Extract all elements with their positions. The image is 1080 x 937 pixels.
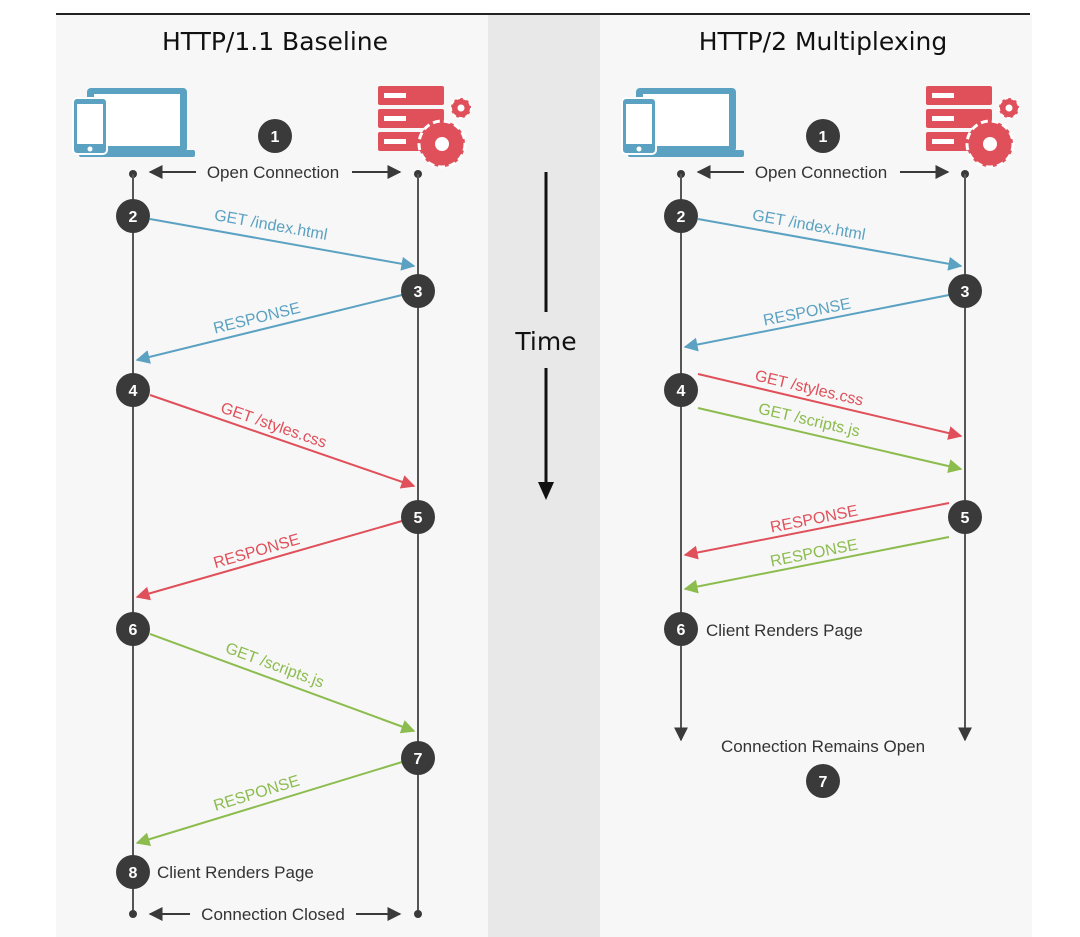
step-number: 1 [819,129,828,146]
message-arrow [149,633,416,734]
server-gear-icon [378,86,472,169]
message-arrow [697,407,963,473]
step-number: 4 [129,383,138,400]
step-marker [116,373,150,407]
message-arrow [135,294,403,364]
step-marker [258,119,292,153]
time-arrowhead [538,482,554,500]
step-number: 7 [819,774,828,791]
step-number: 2 [129,209,138,226]
step-number: 6 [129,622,138,639]
step-marker [948,500,982,534]
step-marker [116,612,150,646]
message-arrow [683,502,950,560]
client-lifeline-end [129,910,137,918]
open-connection-label: Open Connection [207,163,339,182]
message-arrow [697,373,963,440]
step-marker [806,764,840,798]
step-marker [401,500,435,534]
client-renders-label: Client Renders Page [706,621,863,640]
step-number: 6 [677,622,686,639]
message-arrow [149,218,416,271]
step-number: 5 [414,510,423,527]
step-number: 5 [961,510,970,527]
message-arrow [683,536,950,594]
step-number: 2 [677,209,686,226]
server-gear-icon [926,86,1020,169]
step-number: 1 [271,129,280,146]
connection-remains-open-label: Connection Remains Open [721,737,925,756]
message-arrow [135,761,403,847]
laptop-phone-icon [72,88,195,157]
open-connection-label: Open Connection [755,163,887,182]
step-marker [948,274,982,308]
laptop-phone-icon [621,88,744,157]
step-number: 7 [414,751,423,768]
step-number: 8 [129,865,138,882]
client-renders-label: Client Renders Page [157,863,314,882]
step-marker [664,199,698,233]
step-marker [664,612,698,646]
panel-http2: HTTP/2 Multiplexing 1 Open Connection [621,27,1020,798]
step-marker [116,199,150,233]
time-indicator: Time [514,172,577,500]
step-marker [664,373,698,407]
step-number: 3 [961,284,970,301]
message-arrow [135,520,403,601]
step-marker [401,741,435,775]
connection-closed-label: Connection Closed [201,905,345,924]
step-marker [116,855,150,889]
step-marker [401,274,435,308]
time-label: Time [514,327,576,356]
step-number: 3 [414,284,423,301]
message-arrow [149,394,416,489]
panel-title: HTTP/1.1 Baseline [162,27,388,56]
left-panel-bg [56,15,488,937]
step-marker [806,119,840,153]
step-number: 4 [677,383,686,400]
message-arrow [697,218,963,271]
panel-title: HTTP/2 Multiplexing [699,27,948,56]
message-arrow [683,294,950,352]
middle-band-bg [488,15,600,937]
server-lifeline-end [414,910,422,918]
